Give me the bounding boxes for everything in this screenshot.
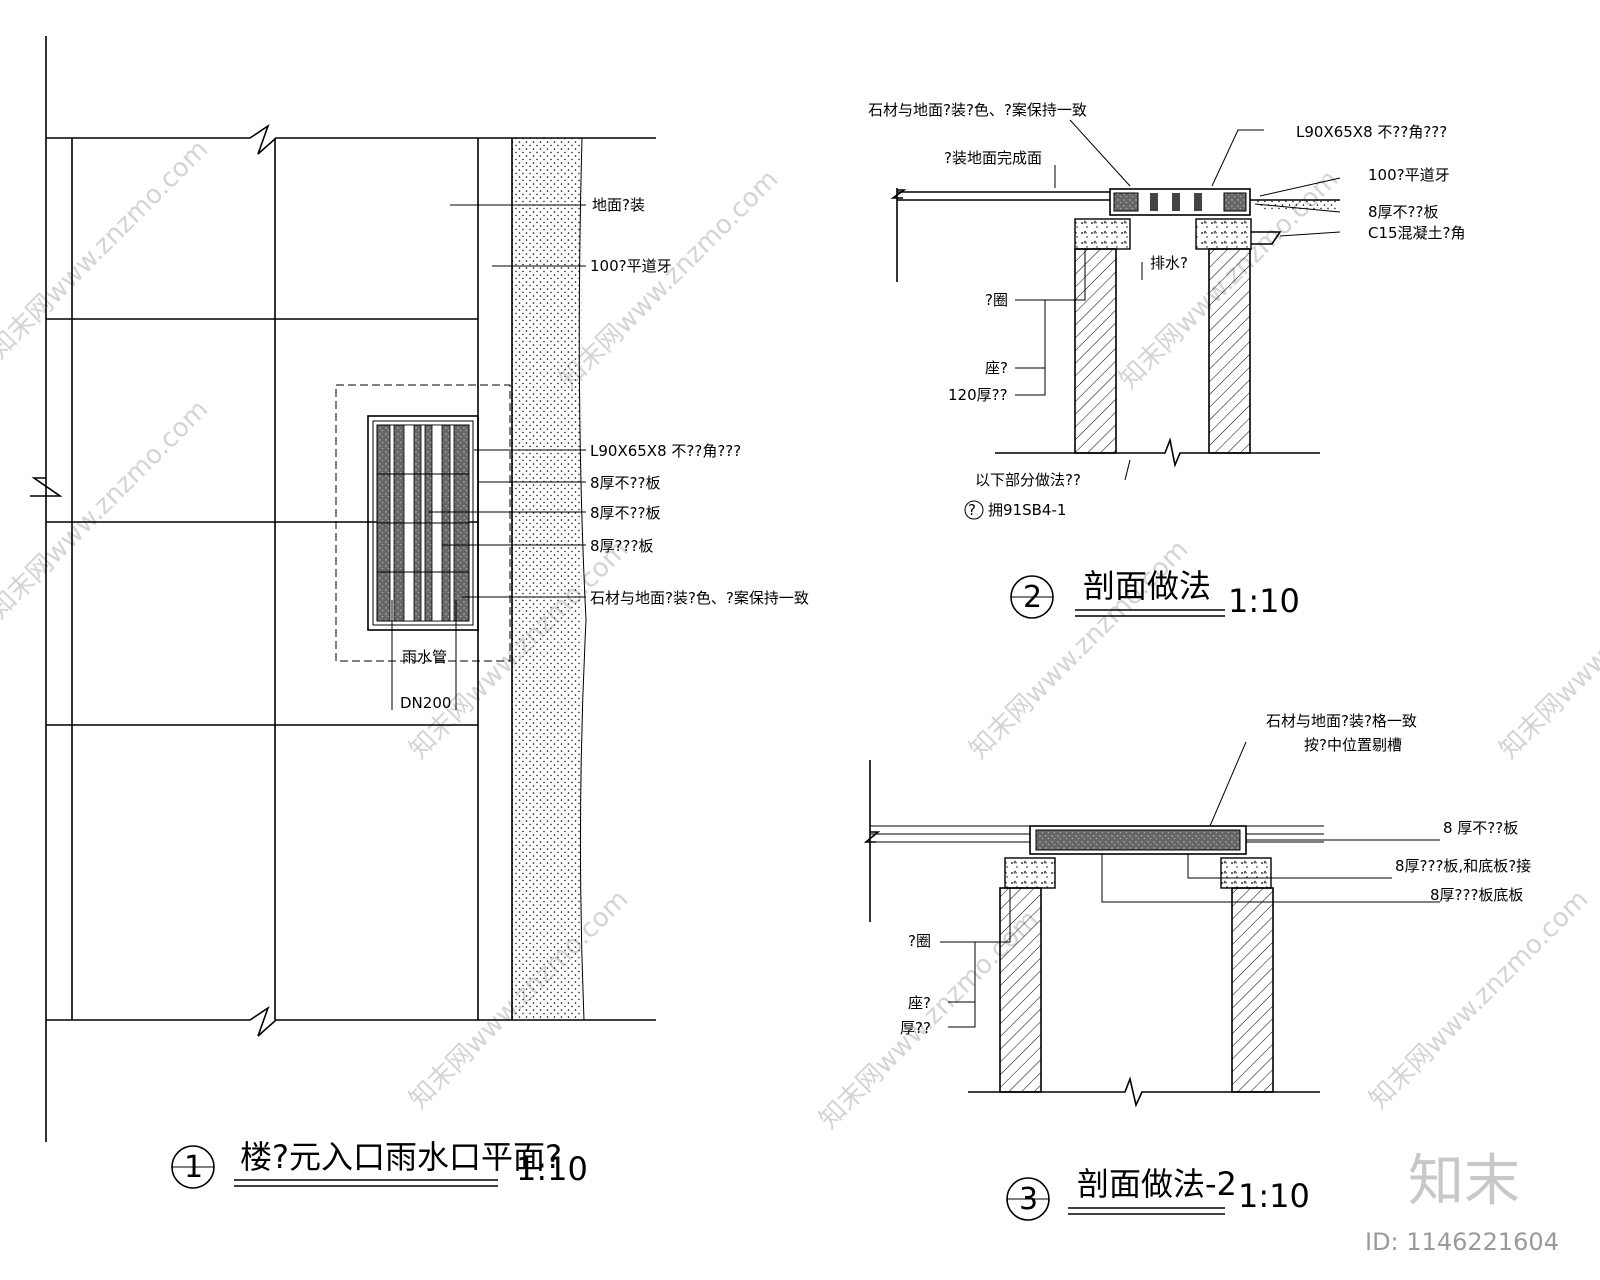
watermark-layer: 知末网www.znzmo.com 知末网www.znzmo.com 知末网www… [0,134,1600,1135]
s3-label-stone-1: 石材与地面?装?格一致 [1266,712,1417,730]
watermark-text: 知末网www.znzmo.com [0,134,214,365]
section2-title: 剖面做法 [1083,567,1211,605]
watermark-text: 知末网www.znzmo.com [0,394,214,625]
s3-label-plate-b: 8厚???板,和底板?接 [1395,857,1531,875]
s2-label-seat: 座? [985,359,1008,377]
label-curb: 100?平道牙 [590,257,672,275]
s2-label-concrete: C15混凝土?角 [1368,224,1466,242]
label-plate-3: 8厚???板 [590,537,653,555]
s2-label-drain: 排水? [1150,254,1188,272]
label-pipe-size: DN200 [400,694,451,712]
s2-label-plate: 8厚不??板 [1368,203,1438,221]
s2-label-ref-code: 拥91SB4-1 [988,501,1066,519]
s3-label-seat: 座? [908,994,931,1012]
label-pipe: 雨水管 [402,648,447,666]
title-number-3: 3 [1019,1182,1038,1217]
s2-label-stone: 石材与地面?装?色、?案保持一致 [868,101,1087,119]
watermark-text: 知末网www.znzmo.com [1494,534,1600,765]
label-angle-steel: L90X65X8 不??角??? [590,442,741,460]
label-plate-1: 8厚不??板 [590,474,660,492]
watermark-text: 知末网www.znzmo.com [1364,884,1595,1115]
section3-title: 剖面做法-2 [1077,1165,1237,1203]
plan-view: 地面?装 100?平道牙 L90X65X8 不??角??? 8厚不??板 8厚不… [30,36,809,1189]
brand-logo: 知末 [1408,1149,1520,1214]
section-3: 石材与地面?装?格一致 按?中位置剔槽 8 厚不??板 8厚???板,和底板?接… [863,712,1531,1221]
s3-label-stone-2: 按?中位置剔槽 [1304,736,1402,754]
s2-label-thick: 120厚?? [948,386,1008,404]
s2-label-below: 以下部分做法?? [975,471,1081,489]
s2-label-ring: ?圈 [985,291,1008,309]
label-ground-finish: 地面?装 [592,196,645,214]
s2-label-ref: ? [968,501,976,519]
s2-label-curb: 100?平道牙 [1368,166,1450,184]
section3-scale: 1:10 [1238,1177,1310,1215]
section2-scale: 1:10 [1228,582,1300,620]
s2-label-finish: ?装地面完成面 [944,149,1042,167]
section-2: 石材与地面?装?色、?案保持一致 L90X65X8 不??角??? ?装地面完成… [868,101,1466,620]
image-id: ID: 1146221604 [1365,1228,1559,1256]
s3-label-thick: 厚?? [900,1019,931,1037]
s3-label-plate-a: 8 厚不??板 [1443,819,1518,837]
label-plate-2: 8厚不??板 [590,504,660,522]
s3-label-ring: ?圈 [908,932,931,950]
label-stone: 石材与地面?装?色、?案保持一致 [590,589,809,607]
title-number-1: 1 [184,1150,203,1185]
plan-scale: 1:10 [516,1150,588,1188]
ref-symbol [964,500,984,520]
plan-title: 楼?元入口雨水口平面? [240,1138,562,1176]
watermark-text: 知末网www.znzmo.com [554,164,785,395]
title-number-2: 2 [1023,580,1042,615]
s3-label-plate-c: 8厚???板底板 [1430,886,1523,904]
s2-label-angle: L90X65X8 不??角??? [1296,123,1447,141]
